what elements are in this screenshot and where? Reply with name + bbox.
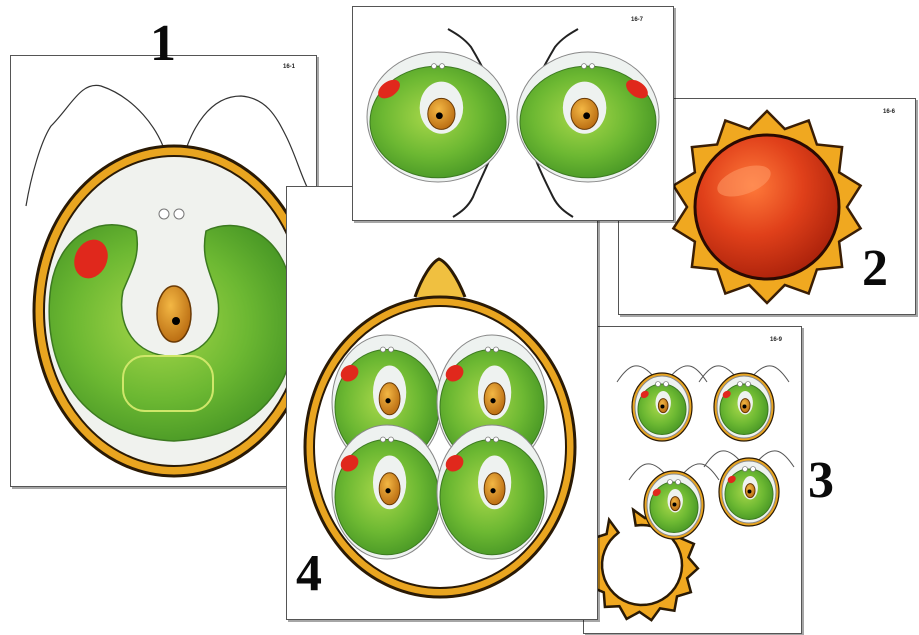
card-dividing: 16-7 bbox=[352, 6, 674, 221]
figure-number-3: 3 bbox=[808, 455, 834, 507]
chlamydomonas-cell-icon bbox=[11, 56, 316, 486]
figure-number-4: 4 bbox=[296, 548, 322, 600]
four-daughter-cells-icon bbox=[287, 187, 597, 619]
card-gametes: 16-9 bbox=[583, 326, 802, 634]
gametes-icon bbox=[584, 327, 801, 633]
figure-number-1: 1 bbox=[150, 18, 176, 70]
card-single-cell: 16-1 bbox=[10, 55, 317, 487]
card-four-daughters bbox=[286, 186, 598, 620]
dividing-cell-icon bbox=[353, 7, 673, 220]
figure-number-2: 2 bbox=[862, 243, 888, 295]
